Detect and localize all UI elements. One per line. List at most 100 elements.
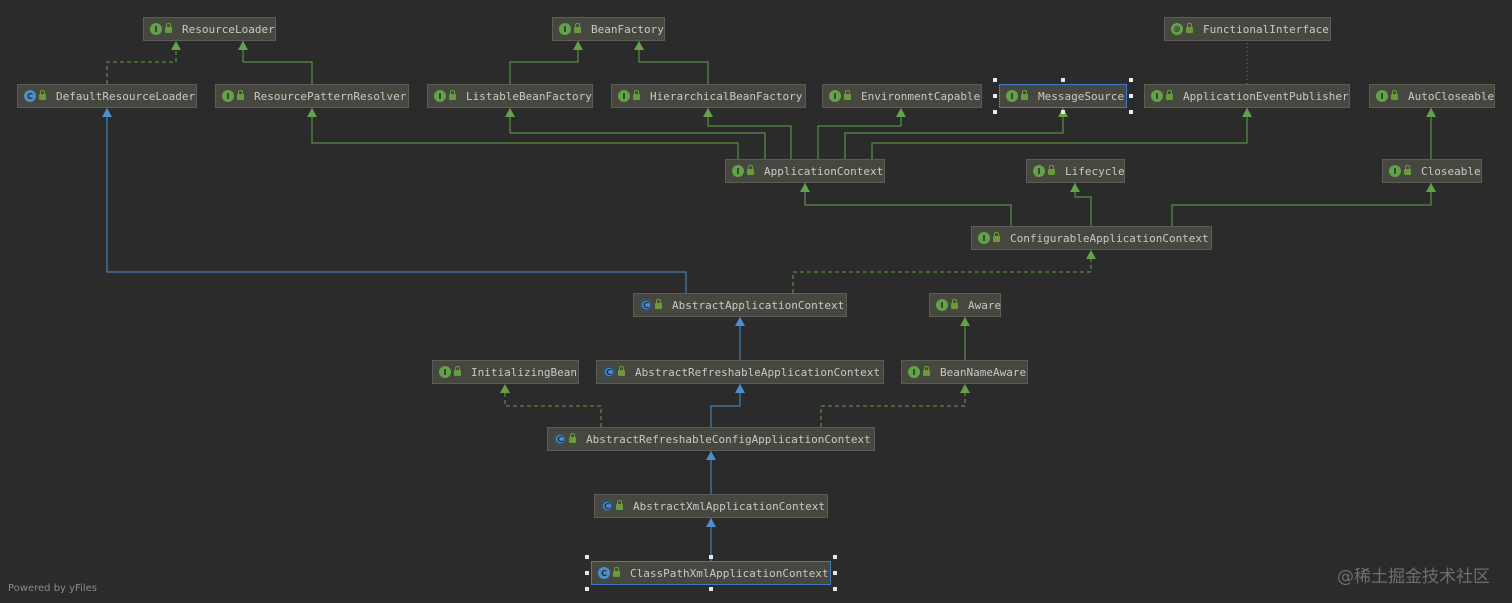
lock-icon [747, 165, 754, 175]
edge-line [844, 108, 1064, 159]
selection-handle[interactable] [833, 571, 837, 575]
edge-ClassPathXmlApplicationContext-to-AbstractXmlApplicationContext [706, 518, 716, 561]
selection-handle[interactable] [585, 555, 589, 559]
edge-line [106, 108, 687, 293]
lock-icon [165, 23, 172, 33]
interface-icon: I [908, 366, 920, 378]
edge-arrowhead [735, 384, 745, 393]
edge-arrowhead [307, 108, 317, 117]
edge-arrowhead [171, 41, 181, 50]
interface-icon: I [618, 90, 630, 102]
selection-handle[interactable] [1129, 110, 1133, 114]
interface-icon: I [434, 90, 446, 102]
edge-ApplicationContext-to-ResourcePatternResolver [307, 108, 739, 159]
lock-icon [1391, 90, 1398, 100]
node-label: BeanFactory [591, 22, 664, 36]
lock-icon [616, 500, 623, 510]
interface-icon: I [1033, 165, 1045, 177]
node-FunctionalInterface[interactable]: @ FunctionalInterface [1164, 17, 1331, 41]
node-label: BeanNameAware [940, 365, 1027, 379]
selection-handle[interactable] [833, 555, 837, 559]
edge-arrowhead [1426, 108, 1436, 117]
edge-line [820, 384, 966, 427]
edge-AbstractRefreshableConfigApplicationContext-to-BeanNameAware [820, 384, 970, 427]
interface-icon: I [150, 23, 162, 35]
class-icon: C [24, 90, 36, 102]
lock-icon [1186, 23, 1193, 33]
node-BeanNameAware[interactable]: I BeanNameAware [901, 360, 1028, 384]
annotation-icon: @ [1171, 23, 1183, 35]
edge-arrowhead [706, 451, 716, 460]
edge-arrowhead [1426, 183, 1436, 192]
edge-ApplicationContext-to-MessageSource [844, 108, 1068, 159]
node-label: ConfigurableApplicationContext [1010, 231, 1209, 245]
edge-line [804, 183, 1012, 226]
selection-handle[interactable] [709, 555, 713, 559]
node-label: ApplicationContext [764, 164, 884, 178]
edge-arrowhead [960, 384, 970, 393]
lock-icon [844, 90, 851, 100]
selection-handle[interactable] [1129, 78, 1133, 82]
selection-handle[interactable] [1061, 110, 1065, 114]
edge-AbstractRefreshableConfigApplicationContext-to-AbstractRefreshableApplicationContext [710, 384, 745, 427]
node-ClassPathXmlApplicationContext[interactable]: C ClassPathXmlApplicationContext [591, 561, 831, 585]
selection-handle[interactable] [993, 110, 997, 114]
edge-arrowhead [735, 317, 745, 326]
edge-ApplicationContext-to-EnvironmentCapable [817, 108, 906, 159]
edge-line [792, 250, 1092, 293]
edge-arrowhead [1086, 250, 1096, 259]
edge-line [242, 41, 313, 84]
edge-AbstractApplicationContext-to-DefaultResourceLoader [102, 108, 687, 293]
lock-icon [569, 433, 576, 443]
node-label: ClassPathXmlApplicationContext [630, 566, 829, 580]
class-icon: C [598, 567, 610, 579]
powered-by-label: Powered by yFiles [8, 583, 97, 594]
lock-icon [923, 366, 930, 376]
lock-icon [39, 90, 46, 100]
edge-ResourcePatternResolver-to-ResourceLoader [238, 41, 313, 84]
node-label: MessageSource [1038, 89, 1125, 103]
selection-handle[interactable] [833, 587, 837, 591]
edge-arrowhead [238, 41, 248, 50]
selection-handle[interactable] [1061, 78, 1065, 82]
lock-icon [1048, 165, 1055, 175]
edge-ListableBeanFactory-to-BeanFactory [509, 41, 583, 84]
node-BeanFactory[interactable]: I BeanFactory [552, 17, 665, 41]
selection-handle[interactable] [585, 571, 589, 575]
node-label: EnvironmentCapable [861, 89, 981, 103]
abstract-class-icon: C [640, 299, 652, 311]
edge-Closeable-to-AutoCloseable [1426, 108, 1436, 159]
node-label: AbstractRefreshableConfigApplicationCont… [586, 432, 871, 446]
selection-handle[interactable] [1129, 94, 1133, 98]
edge-ApplicationContext-to-HierarchicalBeanFactory [703, 108, 792, 159]
selection-handle[interactable] [993, 94, 997, 98]
selection-handle[interactable] [993, 78, 997, 82]
node-label: FunctionalInterface [1203, 22, 1329, 36]
edge-arrowhead [573, 41, 583, 50]
interface-icon: I [559, 23, 571, 35]
selection-handle[interactable] [585, 587, 589, 591]
selection-handle[interactable] [709, 587, 713, 591]
node-label: Closeable [1421, 164, 1481, 178]
lock-icon [993, 232, 1000, 242]
